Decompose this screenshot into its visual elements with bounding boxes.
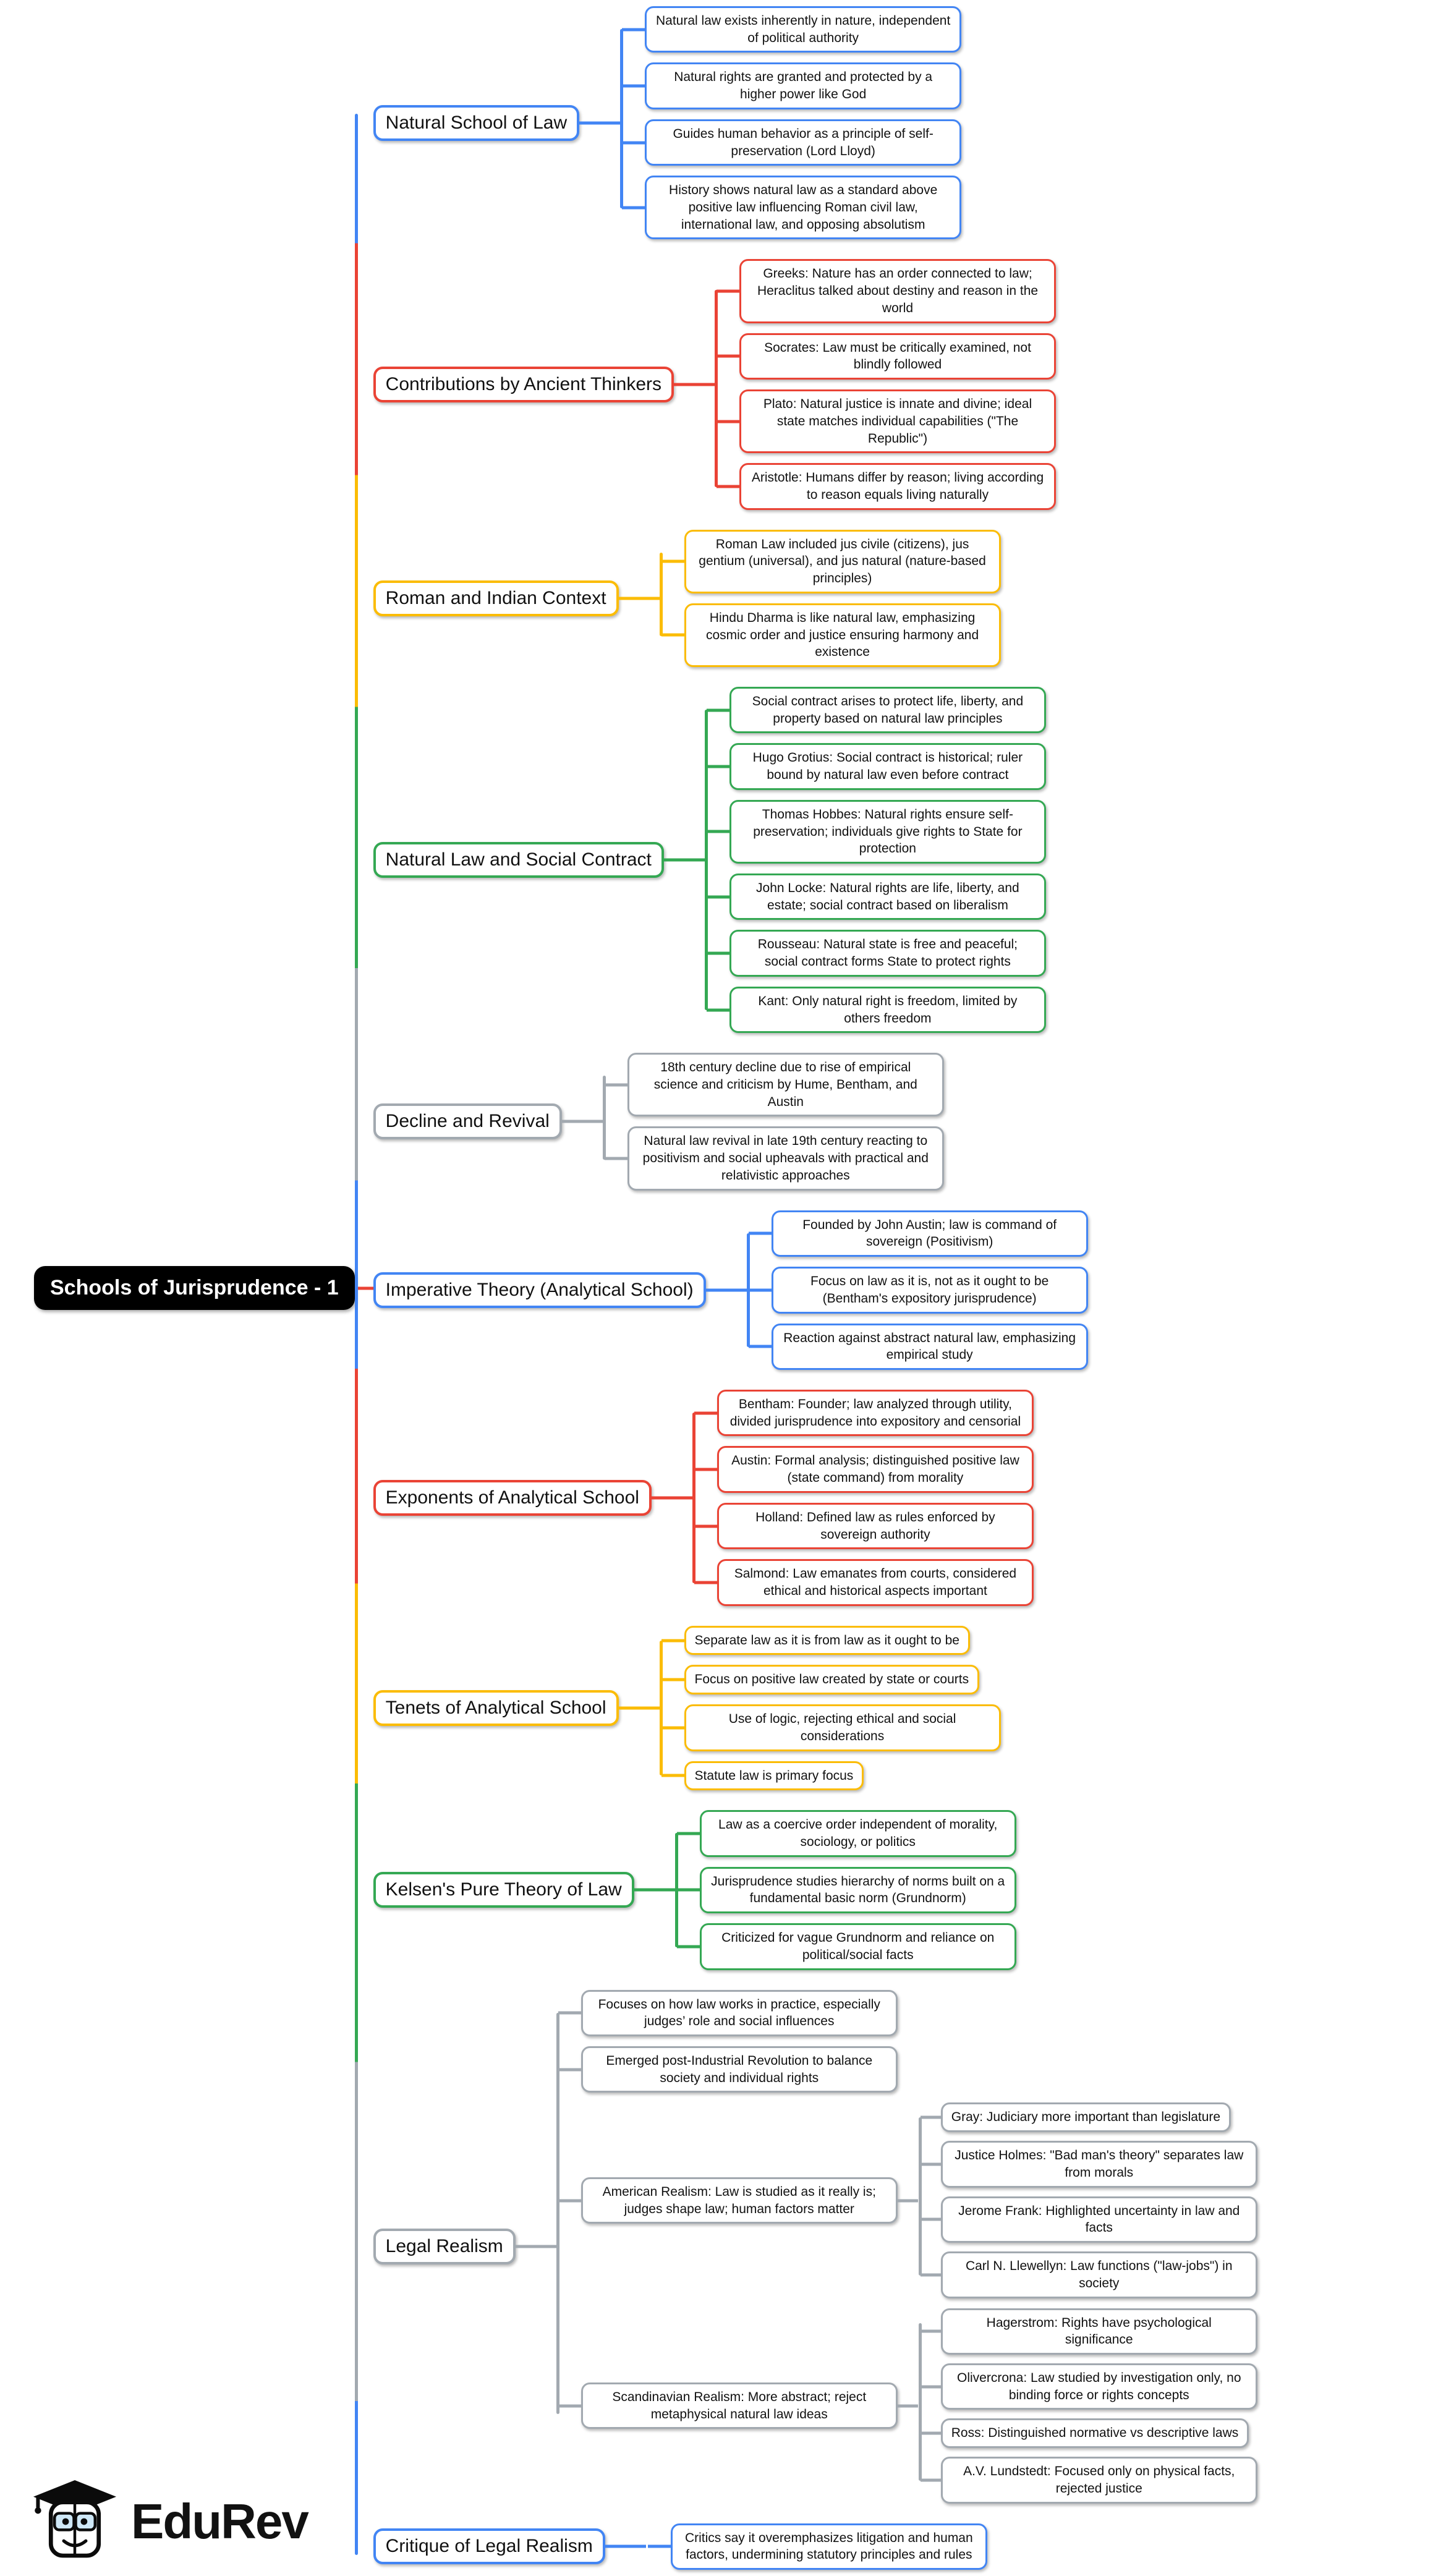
branch-label-kelsen-pure-theory[interactable]: Kelsen's Pure Theory of Law	[373, 1872, 634, 1908]
leaf-node[interactable]: Socrates: Law must be critically examine…	[739, 333, 1057, 380]
leaf-node[interactable]: Carl N. Llewellyn: Law functions ("law-j…	[940, 2251, 1257, 2298]
edurev-logo[interactable]: EduRev	[28, 2476, 309, 2566]
branch-tenets-analytical: Tenets of Analytical School Separate law…	[373, 1625, 1446, 1791]
branch-exponents-analytical: Exponents of Analytical School Bentham: …	[373, 1389, 1446, 1606]
root-column: Schools of Jurisprudence - 1	[34, 1266, 355, 1310]
leaf-node[interactable]: Bentham: Founder; law analyzed through u…	[717, 1389, 1034, 1437]
branch-label-tenets-analytical[interactable]: Tenets of Analytical School	[373, 1690, 619, 1726]
leaf-node[interactable]: Focuses on how law works in practice, es…	[581, 1989, 898, 2037]
branch-imperative-theory: Imperative Theory (Analytical School) Fo…	[373, 1210, 1446, 1370]
branch-kelsen-pure-theory: Kelsen's Pure Theory of Law Law as a coe…	[373, 1810, 1446, 1970]
edurev-mascot-icon	[28, 2476, 121, 2566]
children-american-realism: Gray: Judiciary more important than legi…	[898, 2102, 1257, 2298]
children-critique-legal-realism: Critics say it overemphasizes litigation…	[605, 2523, 987, 2570]
leaf-node[interactable]: Kant: Only natural right is freedom, lim…	[729, 986, 1046, 1034]
branch-label-social-contract[interactable]: Natural Law and Social Contract	[373, 842, 664, 878]
root-node[interactable]: Schools of Jurisprudence - 1	[34, 1266, 355, 1310]
branch-label-critique-legal-realism[interactable]: Critique of Legal Realism	[373, 2528, 605, 2565]
branch-social-contract: Natural Law and Social Contract Social c…	[373, 686, 1446, 1034]
leaf-node[interactable]: Aristotle: Humans differ by reason; livi…	[739, 463, 1057, 510]
children-imperative-theory: Founded by John Austin; law is command o…	[706, 1210, 1088, 1370]
leaf-node[interactable]: Natural law exists inherently in nature,…	[645, 6, 962, 53]
branch-roman-indian: Roman and Indian Context Roman Law inclu…	[373, 529, 1446, 667]
children-kelsen-pure-theory: Law as a coercive order independent of m…	[634, 1810, 1016, 1970]
children-roman-indian: Roman Law included jus civile (citizens)…	[619, 529, 1001, 667]
leaf-node[interactable]: Use of logic, rejecting ethical and soci…	[684, 1704, 1001, 1751]
leaf-node[interactable]: Jerome Frank: Highlighted uncertainty in…	[940, 2196, 1257, 2243]
leaf-node[interactable]: Olivercrona: Law studied by investigatio…	[940, 2363, 1257, 2410]
branch-label-roman-indian[interactable]: Roman and Indian Context	[373, 580, 619, 616]
leaf-node[interactable]: Focus on positive law created by state o…	[684, 1665, 980, 1695]
leaf-node[interactable]: Rousseau: Natural state is free and peac…	[729, 930, 1046, 977]
leaf-node[interactable]: Criticized for vague Grundnorm and relia…	[699, 1923, 1016, 1970]
children-social-contract: Social contract arises to protect life, …	[664, 686, 1046, 1034]
leaf-node[interactable]: John Locke: Natural rights are life, lib…	[729, 874, 1046, 920]
leaf-node[interactable]: Hindu Dharma is like natural law, emphas…	[684, 603, 1001, 667]
children-scandinavian-realism: Hagerstrom: Rights have psychological si…	[898, 2308, 1257, 2504]
leaf-node[interactable]: Separate law as it is from law as it oug…	[684, 1625, 970, 1656]
branch-label-ancient-thinkers[interactable]: Contributions by Ancient Thinkers	[373, 367, 674, 403]
leaf-node[interactable]: Natural rights are granted and protected…	[645, 62, 962, 109]
children-tenets-analytical: Separate law as it is from law as it oug…	[619, 1625, 1001, 1791]
leaf-node[interactable]: Law as a coercive order independent of m…	[699, 1810, 1016, 1857]
edurev-logo-text: EduRev	[131, 2493, 309, 2549]
branch-critique-legal-realism: Critique of Legal Realism Critics say it…	[373, 2523, 1446, 2570]
leaf-node[interactable]: Focus on law as it is, not as it ought t…	[771, 1267, 1088, 1314]
leaf-node[interactable]: Founded by John Austin; law is command o…	[771, 1210, 1088, 1257]
leaf-node[interactable]: Austin: Formal analysis; distinguished p…	[717, 1446, 1034, 1493]
branch-label-imperative-theory[interactable]: Imperative Theory (Analytical School)	[373, 1272, 706, 1308]
leaf-node[interactable]: A.V. Lundstedt: Focused only on physical…	[940, 2457, 1257, 2504]
leaf-node[interactable]: 18th century decline due to rise of empi…	[627, 1053, 944, 1117]
children-legal-realism: Focuses on how law works in practice, es…	[516, 1989, 1257, 2504]
leaf-node[interactable]: Reaction against abstract natural law, e…	[771, 1323, 1088, 1370]
leaf-node[interactable]: Hagerstrom: Rights have psychological si…	[940, 2308, 1257, 2355]
branches-column: Natural School of Law Natural law exists…	[354, 0, 1446, 2576]
branch-legal-realism: Legal Realism Focuses on how law works i…	[373, 1989, 1446, 2504]
branch-label-exponents-analytical[interactable]: Exponents of Analytical School	[373, 1479, 652, 1516]
leaf-node[interactable]: Social contract arises to protect life, …	[729, 686, 1046, 734]
leaf-node[interactable]: Holland: Defined law as rules enforced b…	[717, 1502, 1034, 1550]
leaf-node[interactable]: Statute law is primary focus	[684, 1761, 864, 1791]
subbranch-scandinavian-realism: Scandinavian Realism: More abstract; rej…	[581, 2308, 1257, 2504]
leaf-node[interactable]: Justice Holmes: "Bad man's theory" separ…	[940, 2141, 1257, 2188]
leaf-node[interactable]: Plato: Natural justice is innate and div…	[739, 389, 1057, 454]
children-natural-school: Natural law exists inherently in nature,…	[579, 6, 962, 240]
leaf-node[interactable]: Thomas Hobbes: Natural rights ensure sel…	[729, 799, 1046, 864]
children-exponents-analytical: Bentham: Founder; law analyzed through u…	[652, 1389, 1034, 1606]
branch-ancient-thinkers: Contributions by Ancient Thinkers Greeks…	[373, 259, 1446, 510]
subbranch-american-realism: American Realism: Law is studied as it r…	[581, 2102, 1257, 2298]
leaf-node[interactable]: Hugo Grotius: Social contract is histori…	[729, 743, 1046, 790]
branch-label-legal-realism[interactable]: Legal Realism	[373, 2229, 516, 2265]
children-ancient-thinkers: Greeks: Nature has an order connected to…	[674, 259, 1057, 510]
leaf-node[interactable]: Salmond: Law emanates from courts, consi…	[717, 1559, 1034, 1606]
leaf-node[interactable]: Jurisprudence studies hierarchy of norms…	[699, 1866, 1016, 1914]
leaf-node[interactable]: Guides human behavior as a principle of …	[645, 119, 962, 166]
leaf-node[interactable]: Ross: Distinguished normative vs descrip…	[940, 2418, 1249, 2449]
leaf-node[interactable]: Emerged post-Industrial Revolution to ba…	[581, 2046, 898, 2093]
leaf-node[interactable]: Critics say it overemphasizes litigation…	[670, 2523, 987, 2570]
leaf-node[interactable]: History shows natural law as a standard …	[645, 176, 962, 240]
branch-label-decline-revival[interactable]: Decline and Revival	[373, 1103, 562, 1140]
subbranch-label-american-realism[interactable]: American Realism: Law is studied as it r…	[581, 2177, 898, 2224]
subbranch-label-scandinavian-realism[interactable]: Scandinavian Realism: More abstract; rej…	[581, 2382, 898, 2429]
branch-decline-revival: Decline and Revival 18th century decline…	[373, 1053, 1446, 1191]
branch-natural-school: Natural School of Law Natural law exists…	[373, 6, 1446, 240]
leaf-node[interactable]: Natural law revival in late 19th century…	[627, 1126, 944, 1191]
leaf-node[interactable]: Gray: Judiciary more important than legi…	[940, 2102, 1231, 2133]
children-decline-revival: 18th century decline due to rise of empi…	[562, 1053, 944, 1191]
leaf-node[interactable]: Greeks: Nature has an order connected to…	[739, 259, 1057, 323]
branch-label-natural-school[interactable]: Natural School of Law	[373, 104, 580, 141]
leaf-node[interactable]: Roman Law included jus civile (citizens)…	[684, 529, 1001, 593]
